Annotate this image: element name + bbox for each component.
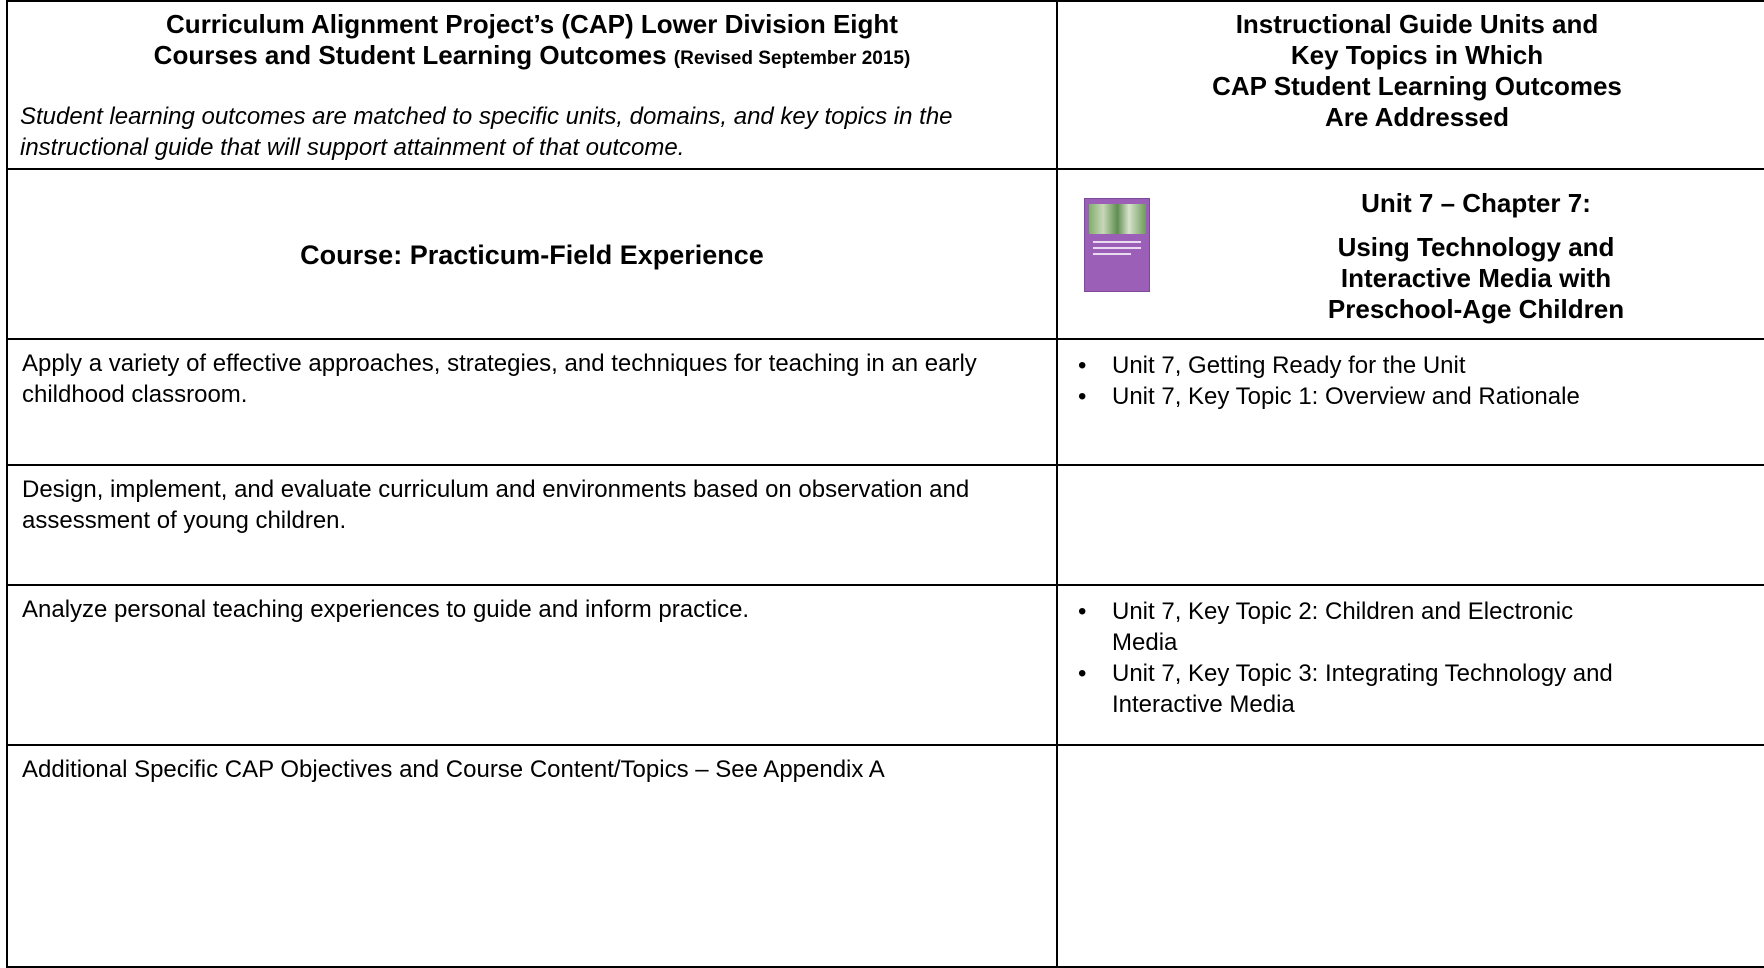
unit-title: Unit 7 – Chapter 7: (1361, 188, 1591, 218)
outcome-row: Analyze personal teaching experiences to… (6, 586, 1764, 746)
unit-cell: Unit 7 – Chapter 7: Using Technology and… (1058, 170, 1764, 338)
topic-item: •Unit 7, Key Topic 3: Integrating Techno… (1078, 660, 1613, 718)
outcome-row: Design, implement, and evaluate curricul… (6, 466, 1764, 586)
outcome-text: Apply a variety of effective approaches,… (22, 350, 977, 408)
course-name: Course: Practicum-Field Experience (300, 240, 764, 270)
topics-cell: •Unit 7, Getting Ready for the Unit •Uni… (1058, 340, 1764, 464)
topic-item: •Unit 7, Getting Ready for the Unit (1078, 352, 1466, 379)
guide-cover-thumbnail (1084, 198, 1150, 292)
topics-cell: •Unit 7, Key Topic 2: Children and Elect… (1058, 586, 1764, 744)
topics-list: •Unit 7, Key Topic 2: Children and Elect… (1058, 586, 1764, 720)
outcome-row: Additional Specific CAP Objectives and C… (6, 746, 1764, 968)
outcome-cell: Additional Specific CAP Objectives and C… (6, 746, 1058, 966)
intro-text: Student learning outcomes are matched to… (20, 103, 953, 161)
outcome-row: Apply a variety of effective approaches,… (6, 340, 1764, 466)
bullet-icon: • (1078, 352, 1087, 379)
course-row: Course: Practicum-Field Experience Unit … (6, 170, 1764, 340)
table-title: Curriculum Alignment Project’s (CAP) Low… (8, 9, 1056, 74)
topic-item: •Unit 7, Key Topic 2: Children and Elect… (1078, 598, 1574, 656)
topics-cell (1058, 466, 1764, 584)
alignment-table: Curriculum Alignment Project’s (CAP) Low… (6, 0, 1764, 968)
bullet-icon: • (1078, 598, 1087, 625)
topics-list: •Unit 7, Getting Ready for the Unit •Uni… (1058, 340, 1764, 412)
header-row: Curriculum Alignment Project’s (CAP) Low… (6, 0, 1764, 170)
outcome-cell: Apply a variety of effective approaches,… (6, 340, 1058, 464)
bullet-icon: • (1078, 383, 1087, 410)
title-line-2: Courses and Student Learning Outcomes (R… (153, 40, 911, 70)
title-line-1: Curriculum Alignment Project’s (CAP) Low… (166, 9, 898, 39)
revised-note: (Revised September 2015) (673, 48, 911, 69)
right-column-title: Instructional Guide Units and Key Topics… (1212, 9, 1622, 132)
outcome-text: Analyze personal teaching experiences to… (22, 596, 750, 623)
outcome-cell: Analyze personal teaching experiences to… (6, 586, 1058, 744)
topic-item: •Unit 7, Key Topic 1: Overview and Ratio… (1078, 383, 1580, 410)
outcome-cell: Design, implement, and evaluate curricul… (6, 466, 1058, 584)
bullet-icon: • (1078, 660, 1087, 687)
header-left-cell: Curriculum Alignment Project’s (CAP) Low… (6, 2, 1058, 168)
outcome-text: Design, implement, and evaluate curricul… (22, 476, 970, 534)
topics-cell (1058, 746, 1764, 966)
header-right-cell: Instructional Guide Units and Key Topics… (1058, 2, 1764, 168)
unit-subtitle: Using Technology and Interactive Media w… (1327, 232, 1625, 324)
outcome-text: Additional Specific CAP Objectives and C… (22, 756, 885, 783)
course-cell: Course: Practicum-Field Experience (6, 170, 1058, 338)
